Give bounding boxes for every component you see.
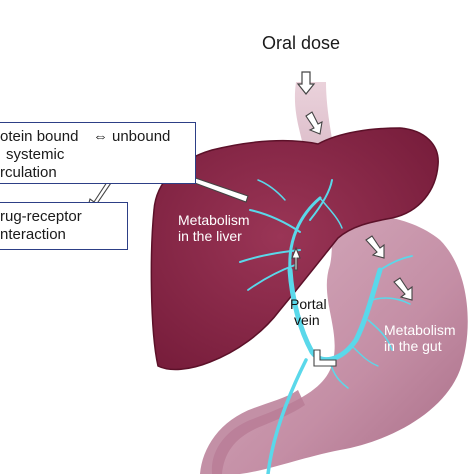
flow-arrows: [305, 111, 413, 301]
oral-dose-arrow: [296, 71, 316, 95]
drug-receptor-label: rug-receptor: [0, 208, 82, 225]
oral-dose-label: Oral dose: [262, 33, 341, 53]
stomach-shape: [211, 214, 468, 474]
protein-bound-label: otein bound: [0, 128, 79, 145]
liver-metabolism-label-1: Metabolism: [178, 212, 250, 228]
gut-metabolism-label-1: Metabolism: [384, 322, 456, 338]
interaction-label: nteraction: [0, 226, 66, 243]
circulation-label: rculation: [0, 164, 57, 181]
equilibrium-arrow-symbol: ⇔: [93, 128, 108, 145]
unbound-label: unbound: [112, 128, 171, 145]
systemic-circulation-box: [0, 122, 196, 184]
systemic-label: systemic: [6, 146, 65, 163]
liver-metabolism-label-2: in the liver: [178, 228, 242, 244]
duodenum-shape: [200, 390, 305, 474]
portal-vein-label-2: vein: [294, 312, 320, 328]
gut-metabolism-label-2: in the gut: [384, 338, 442, 354]
drug-receptor-box: [0, 202, 128, 250]
portal-vein-branches: [239, 179, 413, 474]
portal-vein-label-1: Portal: [290, 296, 327, 312]
portal-arrows: [291, 246, 337, 367]
